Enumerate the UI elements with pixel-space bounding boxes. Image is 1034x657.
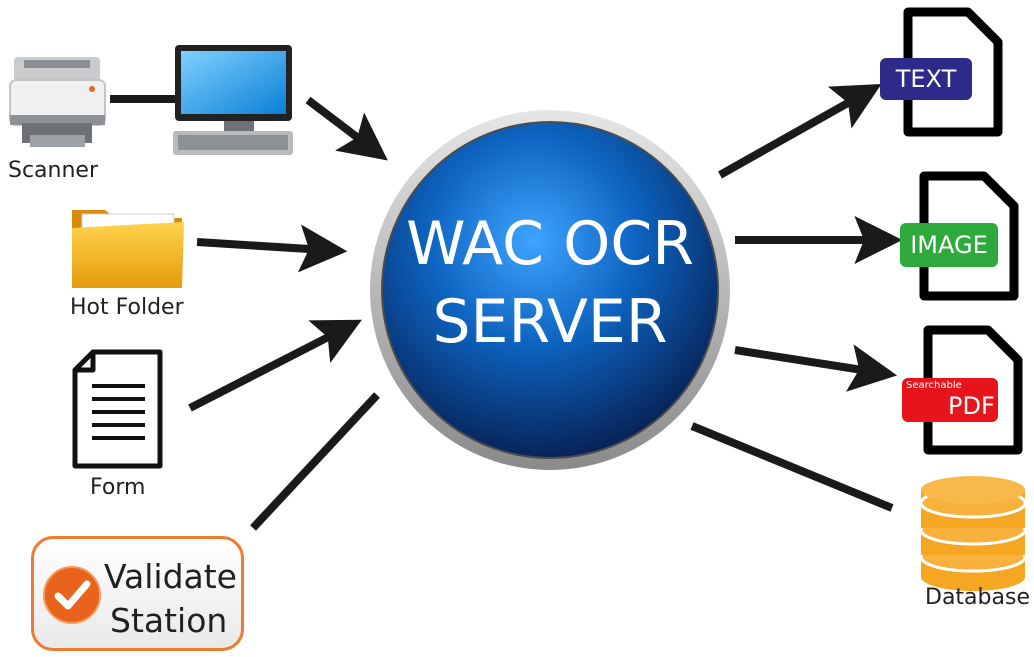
database-label: Database: [925, 585, 1030, 610]
server-title-line2: SERVER: [432, 287, 668, 357]
server-hub-inner-ring: [381, 121, 719, 459]
server-hub: [382, 122, 718, 458]
validate-station-box[interactable]: Validate Station: [31, 536, 244, 651]
scanner-icon: [9, 57, 106, 147]
pdf-label: PDF: [948, 392, 995, 420]
arrow-computer-to-server: [305, 96, 388, 161]
computer-icon: [173, 45, 293, 155]
server-title: WAC OCR SERVER: [370, 205, 730, 361]
server-title-line1: WAC OCR: [406, 209, 694, 279]
folder-icon: [72, 210, 184, 288]
document-icon: [72, 349, 163, 469]
image-output-tag: IMAGE: [900, 223, 998, 267]
validate-station-line1: Validate: [104, 557, 237, 596]
line-server-to-database: [690, 422, 894, 512]
arrow-server-to-text: [718, 84, 882, 179]
form-label: Form: [90, 475, 146, 500]
validate-station-label: Validate Station: [104, 555, 237, 643]
arrow-server-to-pdf: [734, 344, 898, 392]
checkmark-icon: [43, 566, 101, 624]
line-validate-to-server: [250, 392, 380, 531]
hot-folder-label: Hot Folder: [70, 295, 184, 320]
database-icon: [919, 474, 1027, 591]
arrow-folder-to-server: [196, 224, 348, 273]
scanner-label: Scanner: [8, 158, 99, 183]
validate-station-line2: Station: [110, 601, 228, 640]
pdf-output-tag: Searchable PDF: [902, 378, 998, 422]
text-output-tag: TEXT: [880, 58, 972, 100]
arrow-form-to-server: [188, 319, 362, 412]
pdf-sublabel: Searchable: [906, 380, 962, 391]
